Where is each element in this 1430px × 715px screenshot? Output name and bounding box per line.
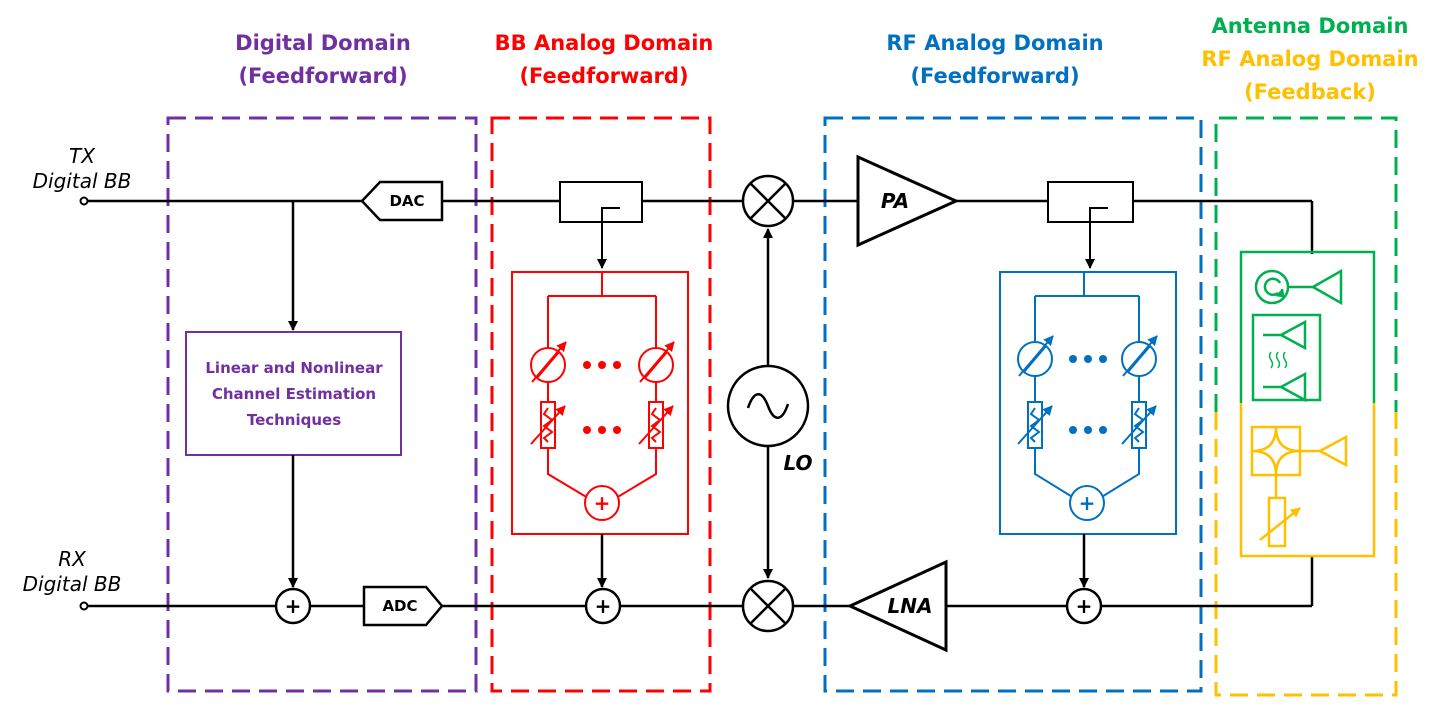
circulator-icon	[1254, 269, 1290, 305]
antenna-icon	[1278, 319, 1307, 351]
estimation-text-line2: Channel Estimation	[212, 385, 376, 403]
lna-amplifier-icon	[846, 559, 948, 653]
antenna-icon	[1278, 371, 1307, 403]
separate-antennas-box	[1251, 313, 1322, 402]
rx-port	[79, 601, 89, 611]
pa-label: PA	[881, 189, 909, 213]
rx-label: RX	[58, 547, 87, 571]
digital-summer: +	[274, 587, 312, 625]
rf-analog-domain-subtitle: (Feedforward)	[910, 64, 1079, 88]
antenna-icon	[1310, 268, 1343, 306]
bb-analog-domain-box	[490, 116, 712, 693]
digital-summer-plus: +	[285, 594, 302, 618]
local-oscillator	[726, 364, 810, 448]
estimation-text-line1: Linear and Nonlinear	[205, 359, 383, 377]
attenuator-icon	[1267, 496, 1287, 548]
lna-label: LNA	[888, 594, 933, 618]
antenna-isolation-options	[1239, 250, 1376, 558]
tx-label: TX	[69, 144, 96, 168]
rf-main-summer-plus: +	[1076, 594, 1093, 618]
summer-icon	[274, 587, 312, 625]
summer-icon	[584, 485, 620, 521]
bb-coupler	[559, 181, 643, 269]
summer-icon	[584, 587, 622, 625]
bb-analog-domain-title: BB Analog Domain	[495, 31, 714, 55]
rf-coupler	[1047, 181, 1134, 269]
digital-domain-subtitle: (Feedforward)	[238, 64, 407, 88]
rf-feedback-domain-box	[1214, 412, 1398, 697]
digital-domain-title: Digital Domain	[235, 31, 411, 55]
rf-canceller	[999, 271, 1177, 535]
rx-signal-path	[88, 556, 1314, 608]
lo-label: LO	[783, 451, 812, 475]
tx-mixer	[741, 174, 795, 228]
rf-analog-domain-title: RF Analog Domain	[886, 31, 1103, 55]
circulator-antenna	[1254, 268, 1343, 306]
digital-domain-box	[166, 116, 478, 693]
dac-label: DAC	[389, 192, 424, 210]
bb-main-summer-plus: +	[595, 594, 612, 618]
rf-summer-plus: +	[1079, 491, 1096, 515]
summer-icon	[1069, 485, 1105, 521]
adc-block: ADC	[362, 585, 444, 627]
summer-icon	[1065, 587, 1103, 625]
dac-icon	[360, 180, 444, 222]
bb-summer: +	[584, 587, 622, 625]
rx-digital-bb-label: Digital BB	[23, 572, 122, 596]
rf-summer: +	[1065, 587, 1103, 625]
bb-analog-domain-subtitle: (Feedforward)	[519, 64, 688, 88]
rf-ellipsis-dots	[1069, 355, 1107, 434]
channel-estimation-box	[185, 331, 402, 456]
rf-analog-domain-box	[823, 116, 1203, 693]
rf-feedback-domain-subtitle: (Feedback)	[1244, 80, 1376, 104]
pa-amplifier-icon	[856, 154, 960, 248]
tx-signal-path	[88, 199, 1314, 254]
power-amplifier: PA	[856, 154, 960, 248]
adc-icon	[362, 585, 444, 627]
antenna-domain-box	[1214, 116, 1398, 412]
bb-summer-plus: +	[594, 491, 611, 515]
bb-ellipsis-dots	[583, 361, 621, 434]
adc-label: ADC	[382, 597, 417, 615]
dac-block: DAC	[360, 180, 444, 222]
rf-feedback-domain-title: RF Analog Domain	[1201, 47, 1418, 71]
low-noise-amplifier: LNA	[846, 559, 948, 653]
tx-digital-bb-label: Digital BB	[33, 169, 132, 193]
hybrid-coupler-antenna	[1250, 425, 1348, 548]
tx-port	[79, 196, 89, 206]
estimation-text-line3: Techniques	[247, 411, 341, 429]
rx-mixer	[741, 579, 795, 633]
antenna-icon	[1317, 434, 1348, 468]
bb-canceller	[511, 271, 689, 535]
antenna-domain-title: Antenna Domain	[1212, 14, 1409, 38]
